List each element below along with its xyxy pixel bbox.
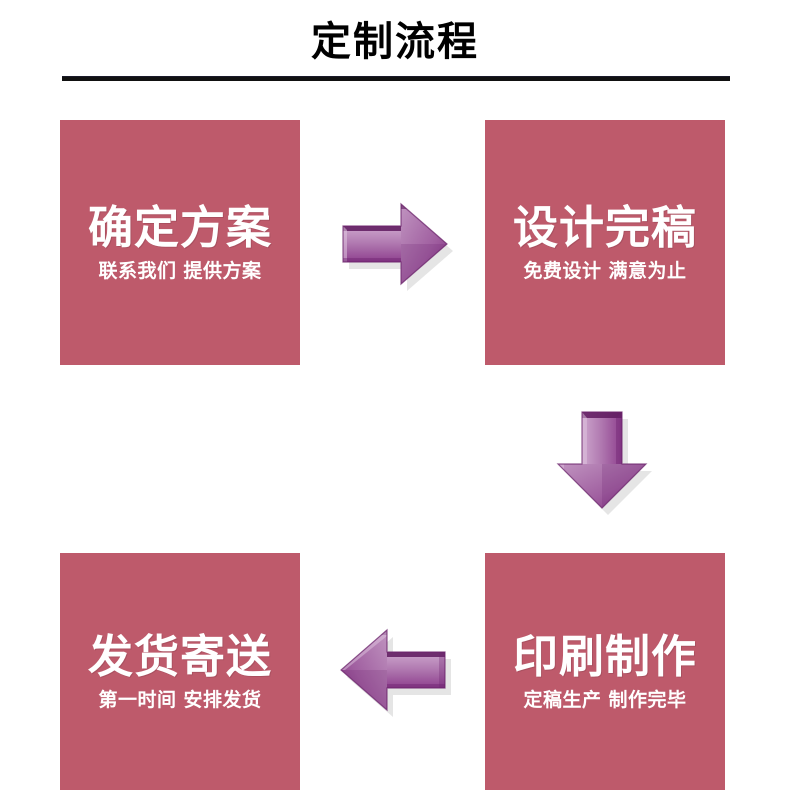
step-box-print-production[interactable]: 印刷制作 定稿生产 制作完毕 bbox=[485, 553, 725, 790]
page-header: 定制流程 bbox=[0, 0, 790, 92]
step-title: 设计完稿 bbox=[512, 200, 697, 254]
arrow-down-icon bbox=[552, 404, 658, 516]
step-title: 确定方案 bbox=[87, 200, 272, 254]
step-box-design-final[interactable]: 设计完稿 免费设计 满意为止 bbox=[485, 120, 725, 365]
page-title: 定制流程 bbox=[311, 19, 479, 65]
arrow-right-icon bbox=[335, 196, 455, 292]
step-subtitle: 第一时间 安排发货 bbox=[98, 688, 262, 711]
step-box-confirm-plan[interactable]: 确定方案 联系我们 提供方案 bbox=[60, 120, 300, 365]
step-subtitle: 定稿生产 制作完毕 bbox=[523, 688, 687, 711]
step-subtitle: 联系我们 提供方案 bbox=[98, 259, 262, 282]
step-subtitle: 免费设计 满意为止 bbox=[523, 259, 687, 282]
title-divider bbox=[62, 76, 730, 81]
step-title: 印刷制作 bbox=[512, 629, 697, 683]
arrow-left-icon bbox=[335, 622, 455, 718]
step-title: 发货寄送 bbox=[87, 629, 272, 683]
step-box-ship-delivery[interactable]: 发货寄送 第一时间 安排发货 bbox=[60, 553, 300, 790]
